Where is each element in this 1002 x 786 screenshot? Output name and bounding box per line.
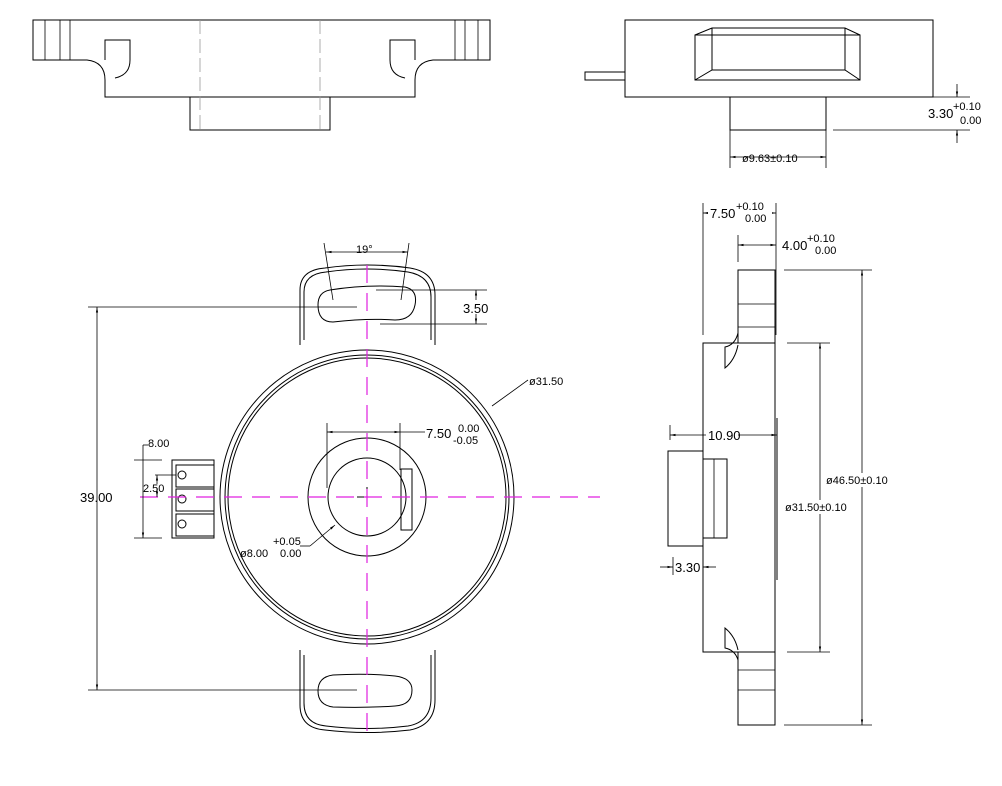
dim-tab-tol-lower: 0.00 (815, 245, 836, 257)
dim-angle: 19° (356, 244, 373, 256)
dim-depth: 10.90 (708, 428, 741, 443)
dim-mount-span: 39.00 (80, 490, 113, 505)
dim-tab-tol-upper: +0.10 (807, 233, 835, 245)
dim-flat-tol-lower: -0.05 (453, 435, 478, 447)
dim-boss-height-tol-lower: 0.00 (960, 115, 981, 127)
dim-slot-width: 3.50 (463, 301, 488, 316)
dim-connector-offset: 3.30 (675, 560, 700, 575)
top-right-view: ø9.63±0.10 3.30 +0.10 0.00 (584, 19, 981, 168)
top-left-view (32, 19, 491, 131)
dim-tab: 4.00 (782, 238, 807, 253)
dim-bore: ø8.00 (240, 548, 268, 560)
dim-overall-diameter: ø46.50±0.10 (826, 475, 888, 487)
dim-flat-tol-upper: 0.00 (458, 423, 479, 435)
dim-boss-height: 3.30 (928, 106, 953, 121)
dim-thickness-tol-upper: +0.10 (736, 201, 764, 213)
dim-connector-width: 8.00 (148, 438, 169, 450)
dim-flat: 7.50 (426, 426, 451, 441)
front-view: 19° 3.50 ø31.50 7.50 0.00 -0.05 +0.05 ø8… (80, 242, 600, 735)
dim-boss-height-tol-upper: +0.10 (953, 101, 981, 113)
dim-thickness: 7.50 (710, 206, 735, 221)
dim-bore-tol-lower: 0.00 (280, 548, 301, 560)
dim-bore-tol-upper: +0.05 (273, 536, 301, 548)
dim-shaft-diameter: ø9.63±0.10 (742, 153, 798, 165)
side-view: 7.50 +0.10 0.00 4.00 +0.10 0.00 10.90 3.… (660, 200, 901, 726)
dim-thickness-tol-lower: 0.00 (745, 213, 766, 225)
dim-body-diameter: ø31.50±0.10 (785, 502, 847, 514)
dim-outer-diameter: ø31.50 (529, 376, 563, 388)
dim-pin-pitch: 2.50 (143, 483, 164, 495)
